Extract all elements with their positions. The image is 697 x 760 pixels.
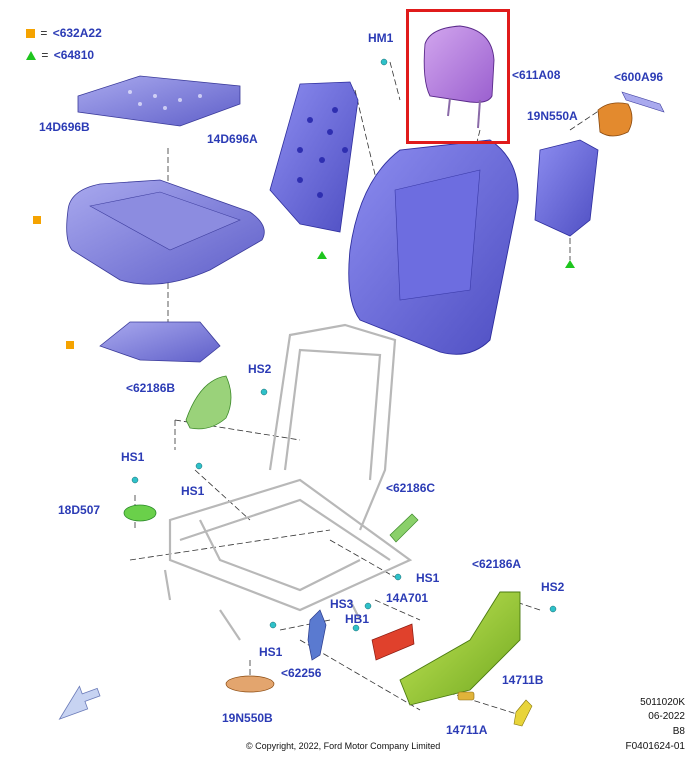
orange-square-icon (66, 341, 74, 349)
label-62256[interactable]: <62256 (281, 666, 322, 680)
seatback-pad-14d696a (269, 81, 359, 233)
label-19n550a[interactable]: 19N550A (527, 109, 578, 123)
meta-figure: F0401624-01 (625, 741, 686, 752)
label-62186a[interactable]: <62186A (472, 557, 522, 571)
label-14711b[interactable]: 14711B (502, 673, 544, 687)
switch-18d507 (123, 504, 157, 522)
seat-cushion-foam (66, 179, 265, 285)
knob-14711a (457, 691, 475, 701)
seat-pan-lower (99, 321, 221, 363)
label-hs2-top[interactable]: HS2 (248, 362, 272, 376)
label-hs1-mid[interactable]: HS1 (181, 484, 205, 498)
label-hb1[interactable]: HB1 (345, 612, 370, 626)
label-hs2-right[interactable]: HS2 (541, 580, 565, 594)
connector-19n550a (597, 102, 633, 137)
label-14a701[interactable]: 14A701 (386, 591, 429, 605)
orange-square-icon (33, 216, 41, 224)
shield-62186a (399, 591, 521, 706)
meta-rev: B8 (672, 726, 685, 737)
green-triangle-icon (26, 51, 36, 61)
label-600a96[interactable]: <600A96 (614, 70, 664, 84)
label-hs3[interactable]: HS3 (330, 597, 354, 611)
label-18d507[interactable]: 18D507 (58, 503, 101, 517)
seat-cushion-pad-14d696b (77, 75, 241, 127)
copyright-text: © Copyright, 2022, Ford Motor Company Li… (246, 741, 441, 751)
label-62186b[interactable]: <62186B (126, 381, 176, 395)
label-14d696a[interactable]: 14D696A (207, 132, 258, 146)
connector-19n550b (225, 675, 275, 693)
legend-item-triangle: = <64810 (26, 48, 94, 62)
seatback-side-panel (534, 139, 599, 237)
legend-label: <632A22 (52, 26, 102, 40)
headrest-611a08 (423, 25, 495, 129)
orange-square-icon (26, 29, 35, 39)
green-triangle-icon (565, 260, 575, 268)
legend-item-square: = <632A22 (26, 26, 102, 40)
label-hs1-left[interactable]: HS1 (121, 450, 145, 464)
label-19n550b[interactable]: 19N550B (222, 711, 273, 725)
seatback-foam (348, 139, 519, 355)
bracket-62256 (307, 609, 327, 661)
label-611a08[interactable]: <611A08 (512, 68, 561, 82)
label-62186c[interactable]: <62186C (386, 481, 436, 495)
module-14a701 (371, 623, 415, 661)
label-hs1-right[interactable]: HS1 (416, 571, 440, 585)
cover-62186c (389, 513, 419, 543)
screw-fasteners (131, 58, 557, 632)
shield-62186b (185, 375, 232, 430)
label-14711a[interactable]: 14711A (446, 723, 488, 737)
direction-arrow-icon (58, 685, 101, 720)
label-hm1[interactable]: HM1 (368, 31, 394, 45)
label-hs1-bottom[interactable]: HS1 (259, 645, 283, 659)
legend-label: <64810 (53, 48, 95, 62)
green-triangle-icon (317, 251, 327, 259)
clip-600a96 (621, 91, 665, 113)
meta-code: 5011020K (640, 697, 685, 708)
meta-date: 06-2022 (648, 711, 685, 722)
label-14d696b[interactable]: 14D696B (39, 120, 90, 134)
seat-frame (163, 323, 413, 641)
knob-14711b (513, 699, 533, 727)
